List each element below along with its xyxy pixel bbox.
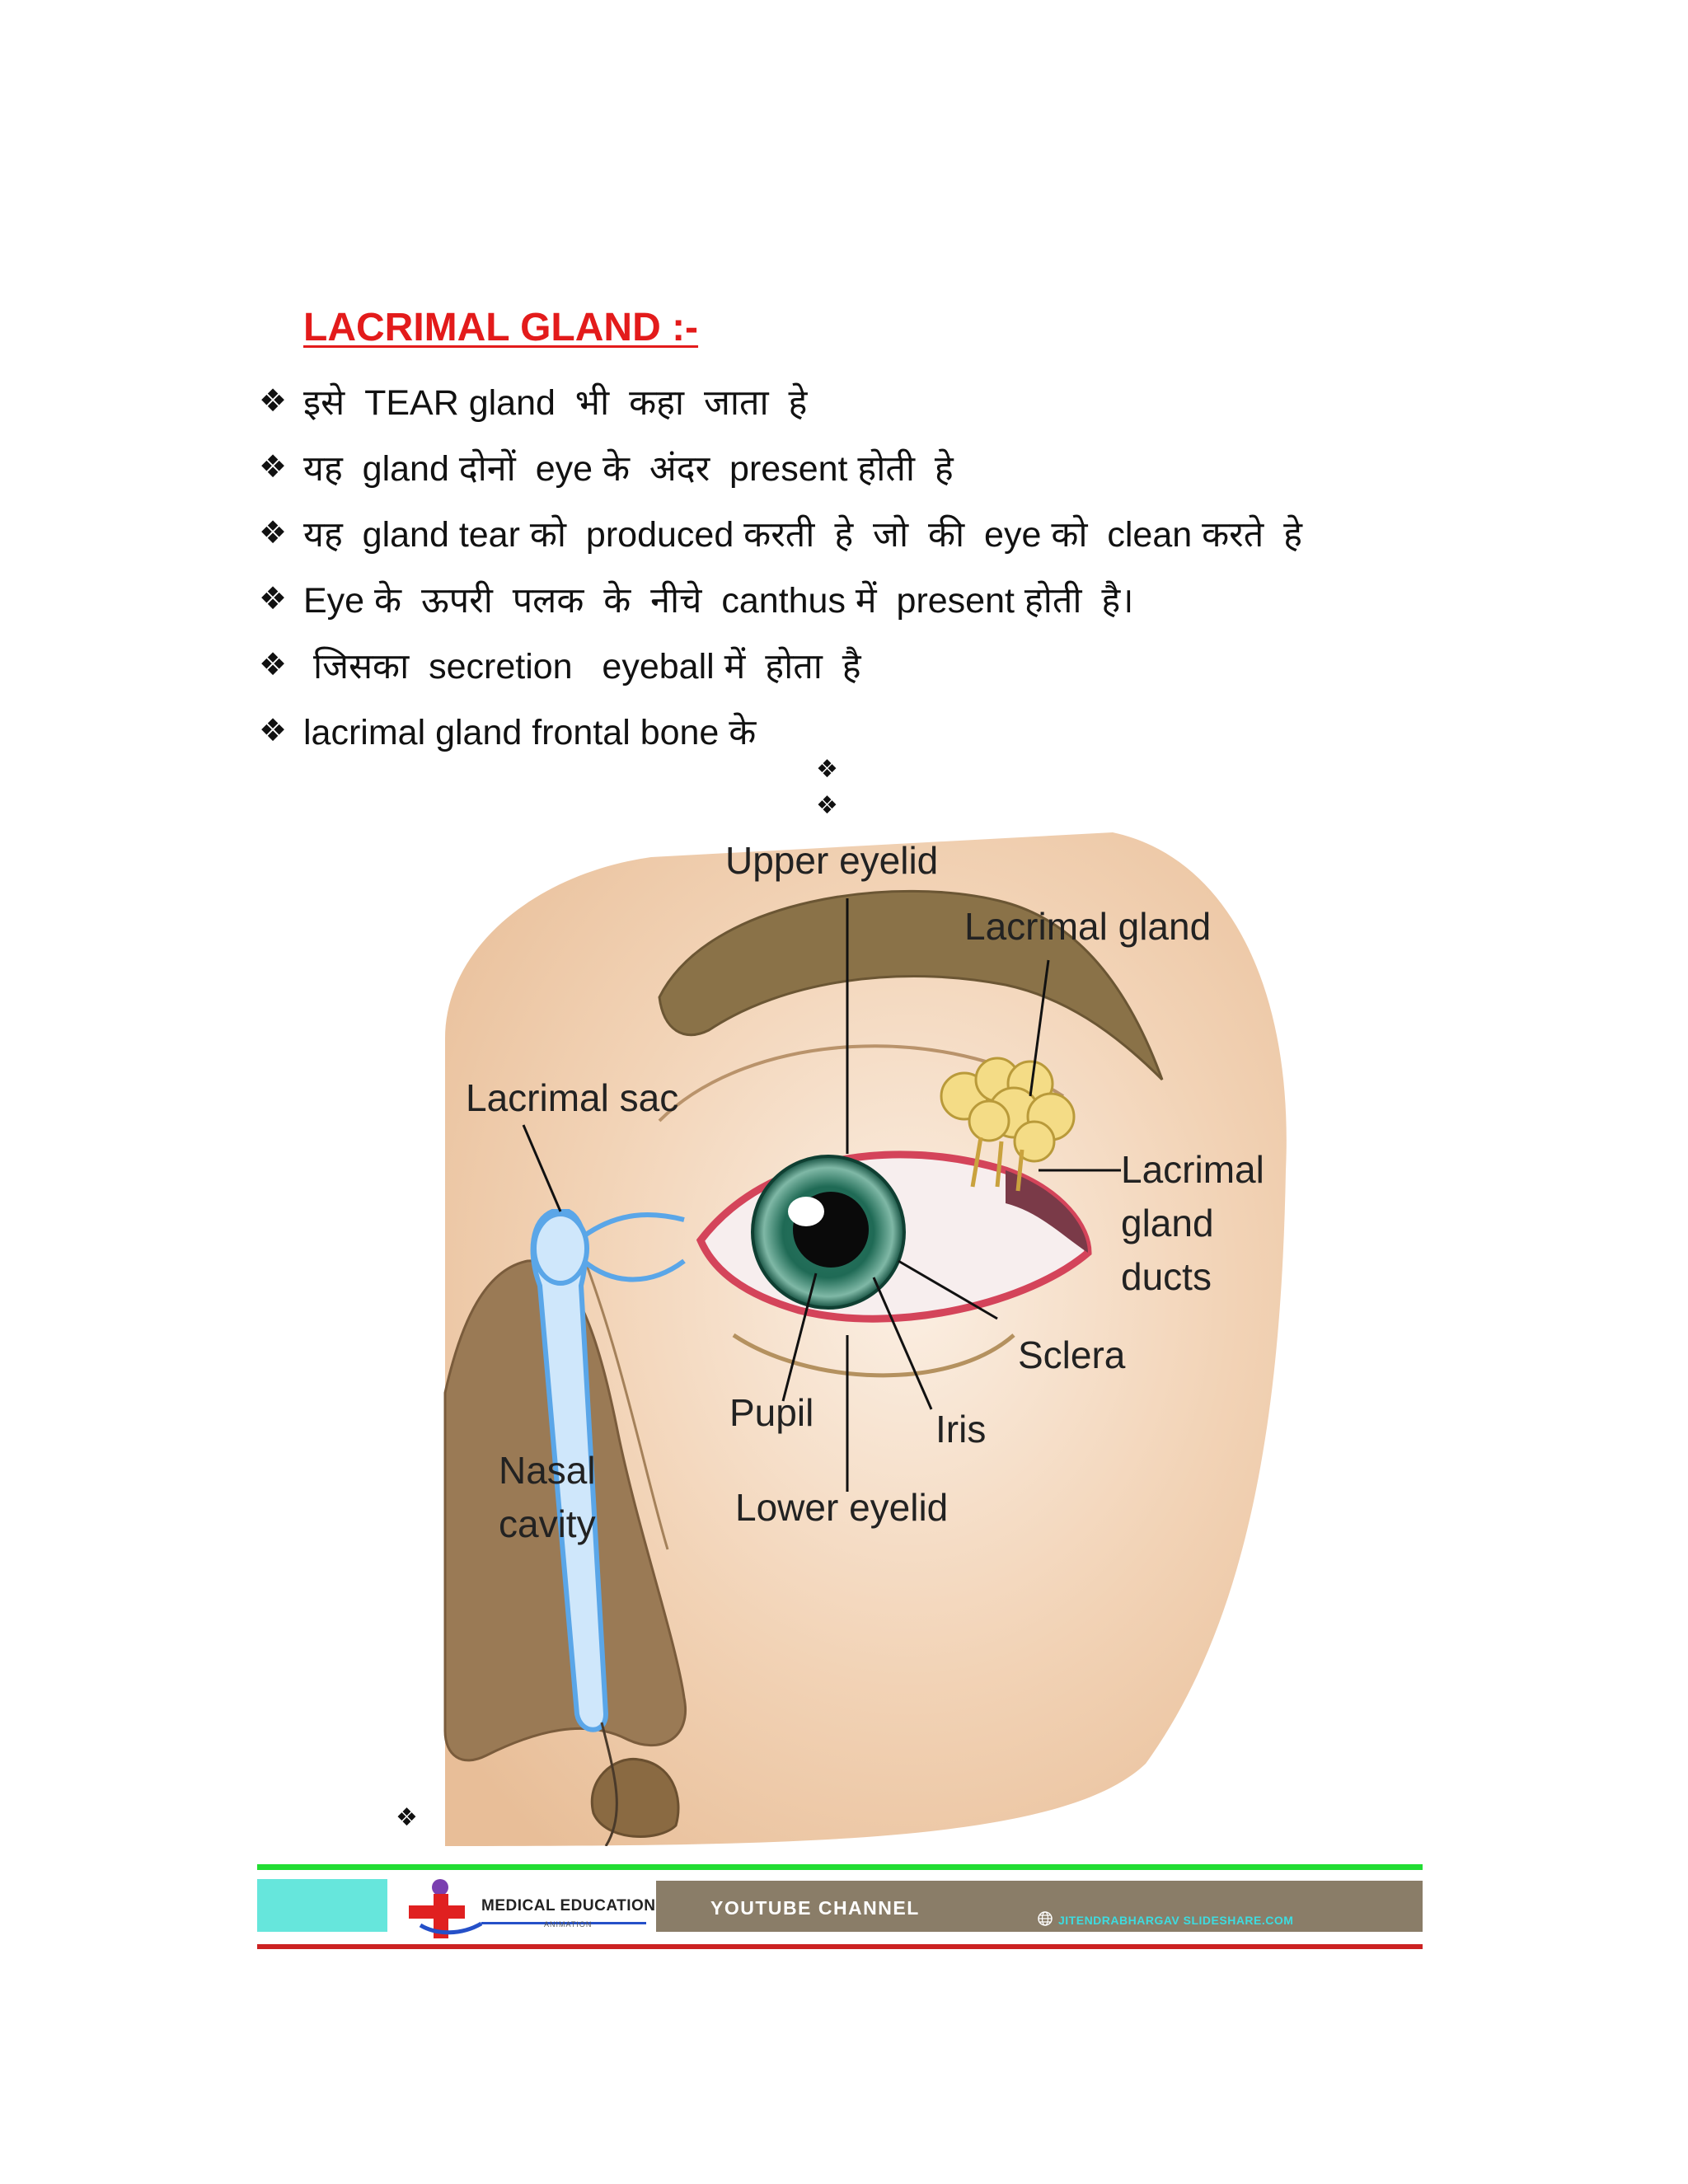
bullet-text: lacrimal gland frontal bone के (303, 712, 757, 752)
list-item: ❖ यह gland tear को produced करती हे जो की… (259, 499, 1495, 565)
label-sclera: Sclera (1018, 1333, 1126, 1376)
bullet-list: ❖ इसे TEAR gland भी कहा जाता हे ❖ यह gland… (259, 368, 1495, 763)
lacrimal-sac (532, 1212, 589, 1286)
label-ducts-line1: Lacrimal (1121, 1148, 1264, 1191)
empty-bullet-icon: ❖ (396, 1804, 418, 1831)
bullet-icon: ❖ (259, 713, 288, 748)
label-nasal-line2: cavity (499, 1502, 596, 1545)
list-item: ❖ जिसका secretion eyeball में होता है (259, 631, 1495, 697)
eye-anatomy-diagram: Upper eyelid Lacrimal gland Lacrimal sac… (443, 832, 1287, 1846)
page-title: LACRIMAL GLAND :- (303, 306, 699, 349)
pupil-highlight (788, 1197, 824, 1226)
empty-bullet-icon: ❖ (816, 792, 838, 819)
bullet-text: जिसका secretion eyeball में होता है (303, 646, 861, 687)
list-item: ❖ इसे TEAR gland भी कहा जाता हे (259, 368, 1495, 434)
bullet-icon: ❖ (259, 449, 288, 485)
nasal-tube (600, 1722, 618, 1846)
bullet-text: यह gland tear को produced करती हे जो की … (303, 514, 1302, 555)
label-ducts-line3: ducts (1121, 1255, 1212, 1298)
logo-subtitle: ANIMATION (544, 1920, 593, 1929)
logo-text: MEDICAL EDUCATION (481, 1897, 656, 1915)
footer-cyan-block (257, 1879, 387, 1932)
bullet-icon: ❖ (259, 647, 288, 682)
label-lower-eyelid: Lower eyelid (735, 1486, 948, 1529)
website-link[interactable]: JITENDRABHARGAV SLIDESHARE.COM (1058, 1914, 1294, 1927)
bullet-icon: ❖ (259, 581, 288, 616)
list-item: ❖ Eye के ऊपरी पलक के नीचे canthus में pre… (259, 565, 1495, 631)
leader-lines (522, 898, 1121, 1492)
lacrimal-ducts (970, 1137, 1025, 1192)
list-item: ❖ lacrimal gland frontal bone के (259, 697, 1495, 763)
footer-top-rule (257, 1864, 1423, 1870)
bullet-icon: ❖ (259, 383, 288, 419)
label-lacrimal-gland: Lacrimal gland (964, 905, 1211, 948)
eyelid-shadow (1006, 1170, 1088, 1253)
bullet-text: इसे TEAR gland भी कहा जाता हे (303, 382, 808, 423)
label-nasal-line1: Nasal (499, 1449, 596, 1492)
globe-icon (1038, 1911, 1053, 1926)
footer-channel-bar (656, 1881, 1423, 1932)
bullet-text: Eye के ऊपरी पलक के नीचे canthus में pres… (303, 580, 1134, 621)
empty-bullet-icon: ❖ (816, 756, 838, 783)
lower-eyelid-line (732, 1333, 1015, 1378)
medical-cross-logo-icon (409, 1879, 646, 1938)
lacrimal-gland (940, 1057, 1076, 1163)
lacrimal-canaliculi (582, 1212, 686, 1282)
list-item: ❖ यह gland दोनों eye के अंदर present होती… (259, 434, 1495, 499)
nose-outline (567, 1219, 669, 1550)
label-lacrimal-sac: Lacrimal sac (466, 1076, 678, 1119)
label-pupil: Pupil (729, 1391, 814, 1434)
nostril (590, 1757, 680, 1838)
eyebrow (658, 889, 1164, 1081)
bullet-icon: ❖ (259, 515, 288, 551)
label-ducts-line2: gland (1121, 1202, 1214, 1244)
bullet-text: यह gland दोनों eye के अंदर present होती … (303, 448, 954, 489)
youtube-channel-label: YOUTUBE CHANNEL (710, 1897, 920, 1919)
label-iris: Iris (935, 1408, 986, 1451)
label-upper-eyelid: Upper eyelid (725, 839, 938, 882)
footer-bottom-rule (257, 1944, 1423, 1949)
